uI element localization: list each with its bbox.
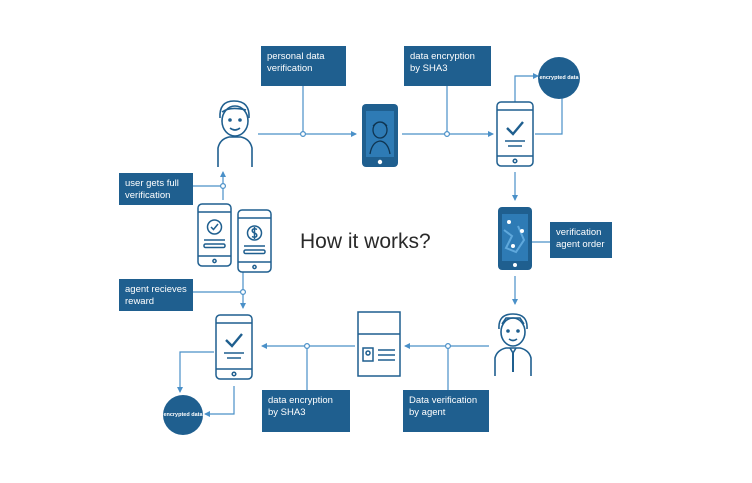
label-data-encryption-bottom: data encryption by SHA3 — [262, 390, 350, 432]
document-id-icon — [357, 311, 401, 377]
label-verification-agent-order: verification agent order — [550, 222, 612, 258]
phone-map-icon — [498, 207, 532, 270]
phone-portrait-icon — [362, 104, 398, 167]
label-agent-recieves-reward: agent recieves reward — [119, 279, 193, 311]
encrypted-data-top: encrypted data — [538, 57, 580, 99]
label-user-gets-full-verification: user gets full verification — [119, 173, 193, 205]
diagram-title: How it works? — [300, 230, 431, 253]
label-data-encryption-top: data encryption by SHA3 — [404, 46, 491, 86]
encrypted-data-bottom: encrypted data — [163, 395, 203, 435]
connector-to-encrypted-bottom — [177, 351, 214, 393]
label-data-verification-by-agent: Data verification by agent — [403, 390, 489, 432]
phone-check-dollar-icon — [197, 203, 272, 273]
phone-check-icon — [496, 101, 534, 167]
phone-check-bottom-icon — [215, 314, 253, 380]
connector-to-encrypted-top — [514, 73, 539, 102]
user-avatar-icon — [217, 100, 253, 167]
label-personal-data-verification: personal data verification — [261, 46, 346, 86]
agent-avatar-icon — [494, 313, 532, 376]
